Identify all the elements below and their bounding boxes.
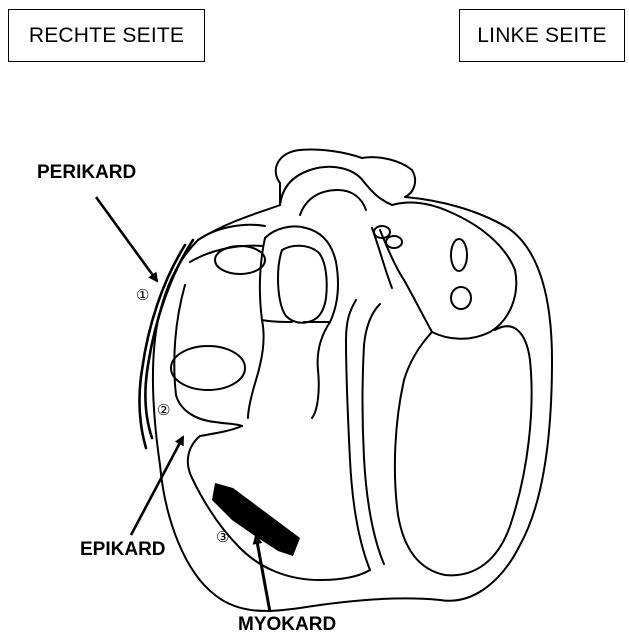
epicardium-label: EPIKARD xyxy=(80,539,166,560)
pericardium-label: PERIKARD xyxy=(37,162,136,183)
aorta xyxy=(280,167,392,205)
pericardium-arrow xyxy=(96,197,157,281)
mitral-valve xyxy=(404,332,432,380)
septum-inner xyxy=(363,304,385,564)
pulmonary-vein-opening-1 xyxy=(451,239,467,271)
aorta-inner xyxy=(300,190,366,215)
right-ventricle-wall xyxy=(188,436,370,580)
tricuspid-valve xyxy=(200,426,242,436)
septum xyxy=(346,300,370,570)
heart-outline xyxy=(153,149,552,610)
myocardium-arrow xyxy=(256,536,270,612)
vena-cava-opening xyxy=(215,246,265,274)
marker-one: ① xyxy=(136,286,149,304)
valve-cusp-left xyxy=(262,320,292,322)
marker-three: ③ xyxy=(216,528,229,546)
epicardium-arrow xyxy=(131,437,183,535)
vena-cava-top xyxy=(198,225,265,240)
left-ventricle-wall xyxy=(395,326,532,575)
pulmonary-valve xyxy=(278,246,327,323)
right-atrium-boundary xyxy=(174,285,242,426)
marker-two: ② xyxy=(157,401,170,419)
right-atrium-opening xyxy=(171,346,245,390)
left-vessel-2 xyxy=(386,236,402,248)
myocardium-label: MYOKARD xyxy=(238,614,336,635)
pulmonary-vein-opening-2 xyxy=(451,287,471,309)
